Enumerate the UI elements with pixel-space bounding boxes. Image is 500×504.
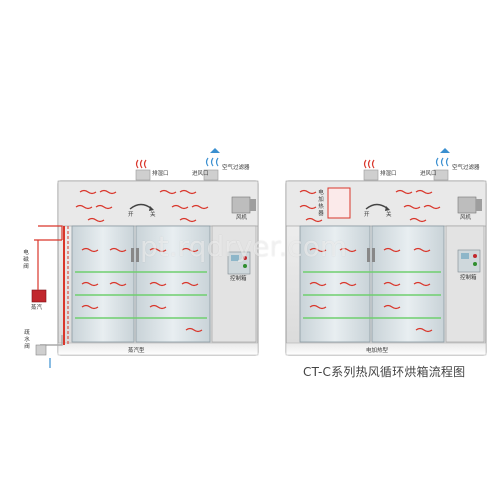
label-fan-on-right: 开 [364,212,370,218]
label-exhaust-right: 排湿口 [380,171,397,177]
steam-box [31,289,47,303]
oven-top-chamber-left [57,180,259,227]
air-inlet-vent-right [433,169,449,181]
label-control-box-left: 控制箱 [230,276,247,282]
door-handle-left-b [136,248,139,262]
air-inlet-vent-left [203,169,219,181]
watermark: pt.rqdryer.com [140,230,348,263]
heat-flow-left [75,159,209,333]
fan-motor-right [457,196,477,214]
steam-inlet-pipe [34,225,63,280]
label-valve: 电磁阀 [23,250,29,270]
floor-left [57,342,259,356]
cool-flow-right [435,157,449,167]
door-left-a [71,225,135,343]
door-right-b [371,225,445,343]
label-steam: 蒸汽 [31,305,43,311]
label-air-inlet-right: 进风口 [420,171,437,177]
label-exhaust-left: 排湿口 [152,171,169,177]
exhaust-vent-right [363,169,379,181]
label-control-box-right: 控制箱 [460,275,477,281]
label-heater-type-left: 蒸汽型 [128,348,145,354]
label-heater-type-right: 电加热型 [366,348,389,354]
diagram-caption: CT-C系列热风循环烘箱流程图 [303,365,466,379]
label-air-inlet-left: 进风口 [192,171,209,177]
door-right-a [299,225,371,343]
label-drain: 疏水阀 [24,330,30,350]
label-heating-stack: 电加热器 [318,190,324,217]
door-handle-left-a [131,248,134,262]
heat-flow-right [299,159,441,333]
label-air-filter-left: 空气过滤器 [222,165,250,171]
label-air-filter-right: 空气过滤器 [452,165,480,171]
label-blower-left: 风机 [236,215,248,221]
right-oven [285,169,487,356]
electric-heater-block [327,187,351,219]
side-panel-left [211,225,257,343]
exhaust-vent-left [135,169,151,181]
label-fan-off-right: 关 [386,212,392,218]
fan-motor-left [231,196,251,214]
label-fan-on-left: 开 [128,212,134,218]
cool-flow-left [49,157,219,368]
label-fan-off-left: 关 [150,212,156,218]
drain-valve [35,344,47,356]
label-blower-right: 风机 [460,215,472,221]
